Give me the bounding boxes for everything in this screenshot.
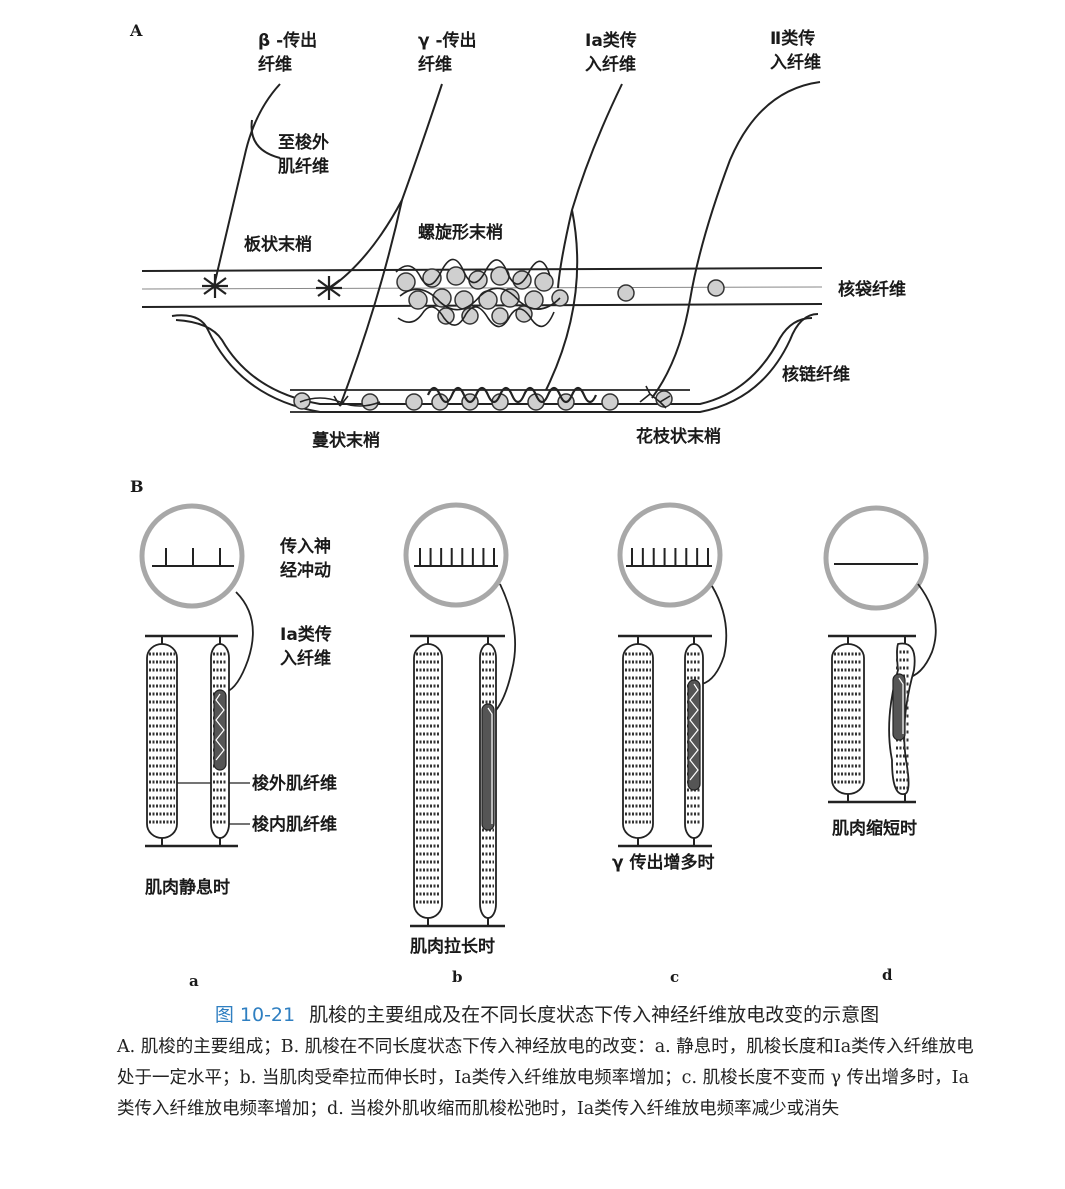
state-a-caption: 肌肉静息时 <box>145 877 230 898</box>
ii-afferent-label-1: Ⅱ类传 <box>770 28 815 49</box>
state-b-caption: 肌肉拉长时 <box>410 936 495 957</box>
panel-a-label: A <box>129 21 143 40</box>
state-c-letter: c <box>670 968 679 986</box>
panel-b-label: B <box>130 477 144 496</box>
gamma-efferent-label-2: 纤维 <box>418 54 452 75</box>
state-c-extrafusal-fiber <box>623 644 653 838</box>
to-extrafusal-label-1: 至梭外 <box>278 132 329 153</box>
state-b-letter: b <box>452 968 463 986</box>
ia-afferent-label-1: Ⅰa类传 <box>585 30 637 51</box>
figure-title: 肌梭的主要组成及在不同长度状态下传入神经纤维放电改变的示意图 <box>309 1004 879 1026</box>
nuclear-chain-fiber <box>290 390 690 412</box>
nuclear-chain-label: 核链纤维 <box>782 364 850 385</box>
spiral-ending-label: 螺旋形末梢 <box>418 222 503 243</box>
impulse-circles <box>142 505 926 608</box>
impulse-baselines <box>152 564 918 566</box>
afferent-impulse-label-2: 经冲动 <box>280 560 331 581</box>
figure-caption: 图 10-21 肌梭的主要组成及在不同长度状态下传入神经纤维放电改变的示意图 A.… <box>117 1000 977 1125</box>
afferent-impulse-label-1: 传入神 <box>279 536 331 557</box>
state-c-caption: γ 传出增多时 <box>612 852 715 873</box>
ia-afferent-label-2: 入纤维 <box>585 54 636 75</box>
plate-ending-label: 板状末梢 <box>244 234 312 255</box>
ia-fiber-label-2: 入纤维 <box>280 648 331 669</box>
beta-efferent-label-1: β -传出 <box>258 30 317 51</box>
beta-efferent-label-2: 纤维 <box>258 54 292 75</box>
intrafusal-fiber-label: 梭内肌纤维 <box>252 814 337 835</box>
extrafusal-fiber-label: 梭外肌纤维 <box>252 773 337 794</box>
caption-title-line: 图 10-21 肌梭的主要组成及在不同长度状态下传入神经纤维放电改变的示意图 <box>117 1000 977 1030</box>
flower-spray-ending-label: 花枝状末梢 <box>636 426 721 447</box>
nuclear-bag-label: 核袋纤维 <box>838 279 906 300</box>
state-d-letter: d <box>882 966 893 984</box>
to-extrafusal-label-2: 肌纤维 <box>278 156 329 177</box>
state-d-caption: 肌肉缩短时 <box>832 818 917 839</box>
muscle-spindle-figure: A β -传出 纤维 γ -传出 纤维 Ⅰa类传 入纤维 Ⅱ类传 入纤维 至梭外… <box>0 0 1065 1000</box>
connector-curves <box>226 584 936 716</box>
state-a-letter: a <box>189 972 199 990</box>
gamma-efferent-label-1: γ -传出 <box>418 30 477 51</box>
trail-ending-label: 蔓状末梢 <box>312 430 380 451</box>
ii-afferent-label-2: 入纤维 <box>770 52 821 73</box>
ia-fiber-label-1: Ⅰa类传 <box>280 624 332 645</box>
figure-number: 图 10-21 <box>215 1004 295 1026</box>
state-a-extrafusal-fiber <box>147 644 177 838</box>
chain-nuclei <box>294 391 672 410</box>
caption-body: A. 肌梭的主要组成；B. 肌梭在不同长度状态下传入神经放电的改变：a. 静息时… <box>117 1032 977 1125</box>
